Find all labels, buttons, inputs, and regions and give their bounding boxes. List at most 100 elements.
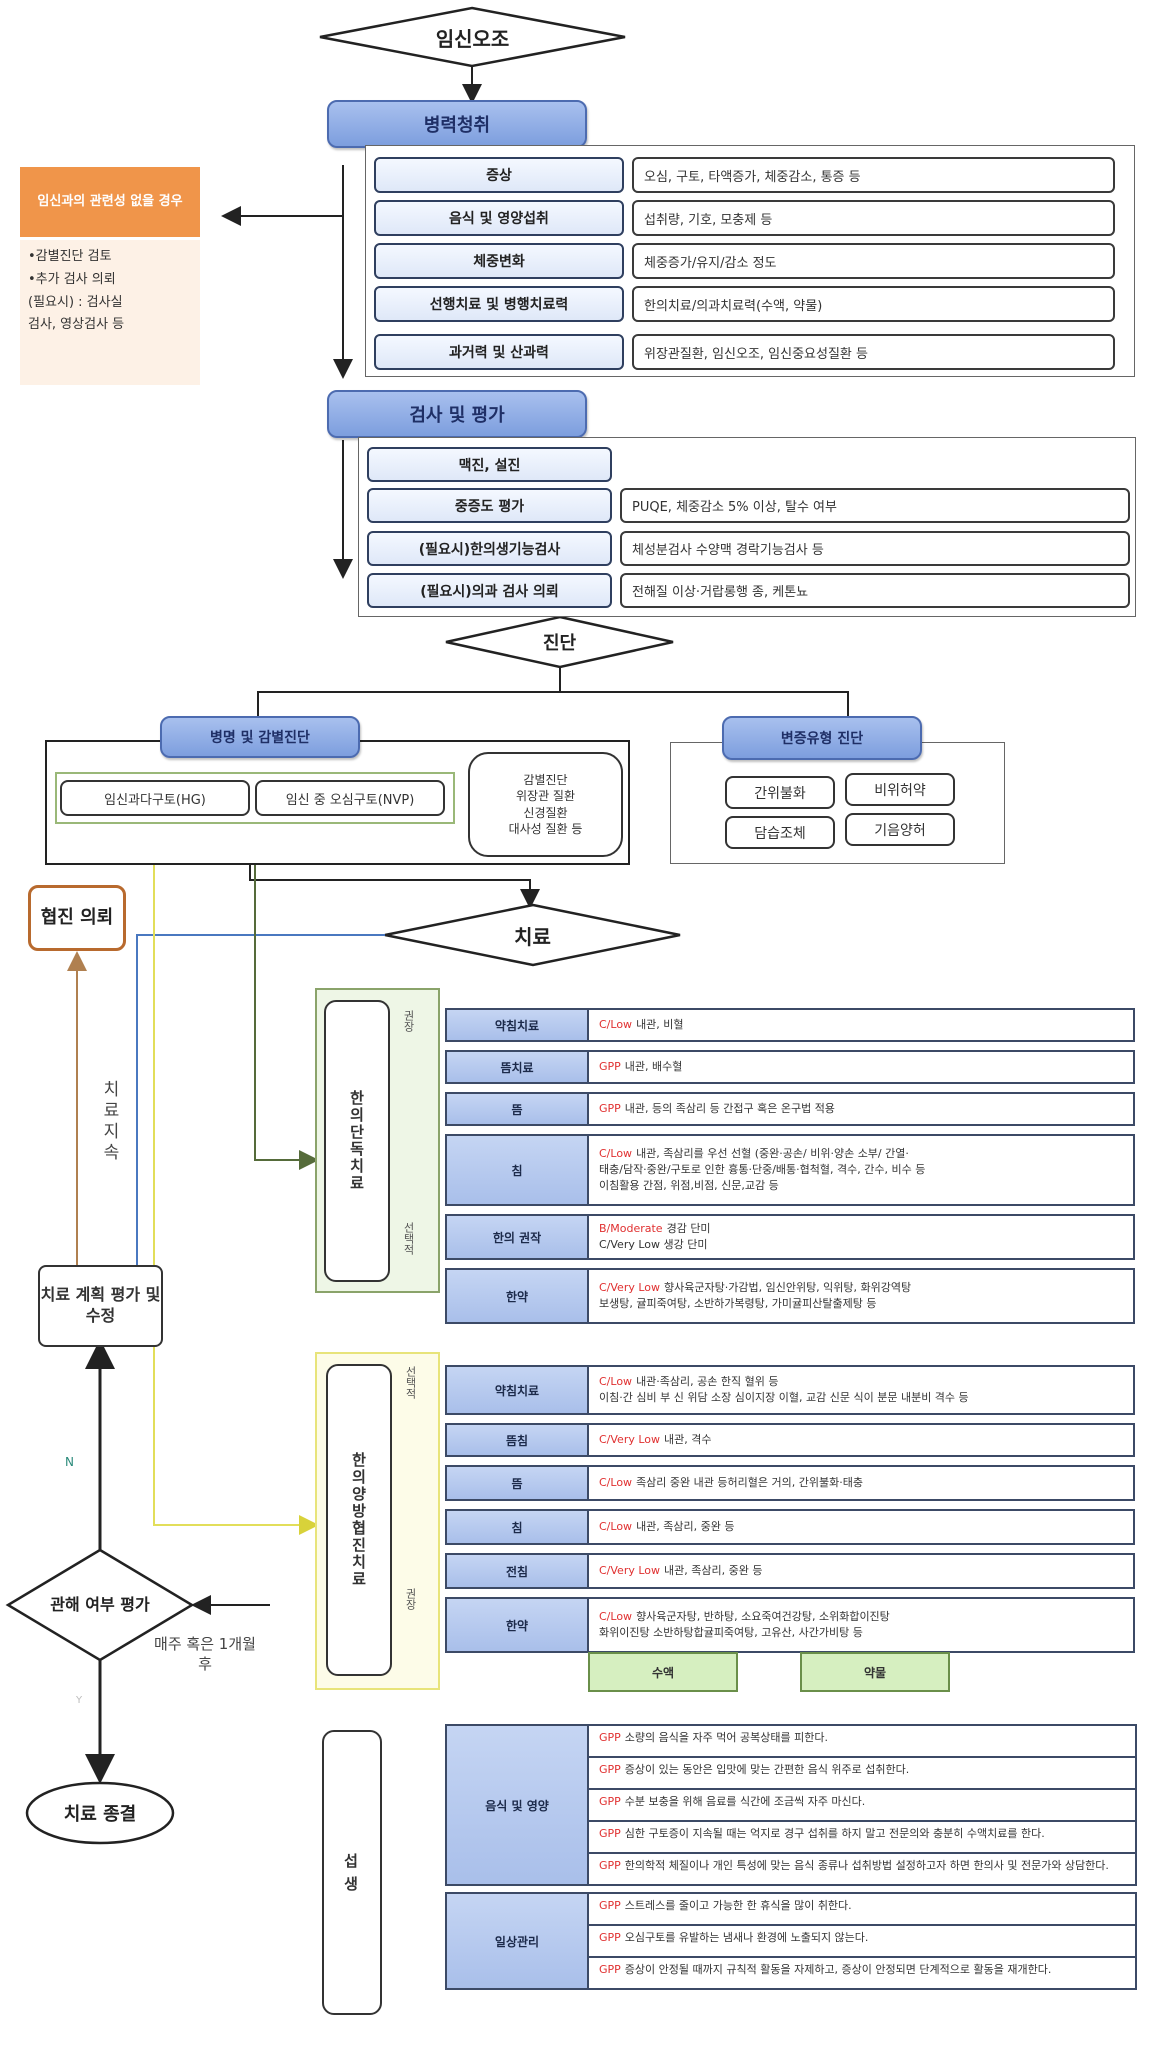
side-note-item: •추가 검사 의뢰 bbox=[28, 271, 116, 287]
lifestyle-title: 섭생 bbox=[344, 1852, 360, 1893]
history-row-label: 과거력 및 산과력 bbox=[374, 334, 624, 370]
exam-header: 검사 및 평가 bbox=[327, 390, 587, 438]
combined-row-text: 내관, 족삼리, 중완 등 bbox=[664, 1564, 763, 1578]
km_only-row-line: 태충/담작·중완/구토로 인한 흉통·단중/배통·협척혈, 격수, 간수, 비수… bbox=[599, 1162, 1123, 1178]
evidence-grade: C/Very Low bbox=[599, 1564, 661, 1578]
evidence-grade: C/Low bbox=[599, 1610, 633, 1624]
evidence-grade: GPP bbox=[599, 1963, 621, 1976]
combined-row-text: 내관, 족삼리, 중완 등 bbox=[636, 1520, 735, 1534]
lifestyle-item-text: 증상이 있는 동안은 입맛에 맞는 간편한 음식 위주로 섭취한다. bbox=[624, 1763, 910, 1776]
history-row-value: 위장관질환, 임신오조, 임신중요성질환 등 bbox=[632, 334, 1115, 370]
differential-item: 위장관 질환 bbox=[515, 789, 575, 804]
km-only-scale-top: 권장 bbox=[402, 1010, 415, 1032]
combined-title: 한의양방협진치료 bbox=[349, 1452, 368, 1588]
combined-row-text: 이침·간 심비 부 신 위담 소장 심이지장 이혈, 교감 신문 식이 분문 내… bbox=[599, 1391, 969, 1404]
evidence-grade: GPP bbox=[599, 1931, 621, 1944]
medication-box: 약물 bbox=[800, 1652, 950, 1692]
evidence-grade: GPP bbox=[599, 1827, 621, 1840]
combined-row-line: 이침·간 심비 부 신 위담 소장 심이지장 이혈, 교감 신문 식이 분문 내… bbox=[599, 1390, 1123, 1406]
evidence-grade: C/Low bbox=[599, 1018, 633, 1032]
history-row-value: 한의치료/의과치료력(수액, 약물) bbox=[632, 286, 1115, 322]
differential-item: 신경질환 bbox=[523, 805, 568, 820]
side-note-item: •감별진단 검토 bbox=[28, 249, 112, 264]
history-row-label: 선행치료 및 병행치료력 bbox=[374, 286, 624, 322]
km_only-row-label: 약침치료 bbox=[447, 1010, 589, 1040]
km_only-row-text: 향사육군자탕·가감법, 임신안위탕, 익위탕, 화위강역탕 bbox=[664, 1281, 912, 1295]
decision-label: 관해 여부 평가 bbox=[50, 1594, 150, 1614]
evidence-grade: C/Very Low bbox=[599, 1281, 661, 1295]
evidence-grade: C/Low bbox=[599, 1520, 633, 1534]
side-note-title: 임신과의 관련성 없을 경우 bbox=[20, 167, 200, 237]
combined-row-line: 화위이진탕 소반하탕합귤피죽여탕, 고유산, 사간가비탕 등 bbox=[599, 1625, 1123, 1641]
km_only-row-text: 이침활용 간점, 위점,비점, 신문,교감 등 bbox=[599, 1178, 779, 1192]
exam-row-value: 체성분검사 수양맥 경락기능검사 등 bbox=[620, 531, 1130, 566]
evidence-grade: GPP bbox=[599, 1859, 621, 1872]
side-note-item: 검사, 영상검사 등 bbox=[28, 317, 125, 333]
evidence-grade: GPP bbox=[599, 1102, 621, 1116]
differential-item: 대사성 질환 등 bbox=[508, 821, 583, 836]
exam-row-label: (필요시)의과 검사 의뢰 bbox=[367, 573, 612, 608]
evidence-grade: GPP bbox=[599, 1731, 621, 1744]
combined-row-label: 한약 bbox=[447, 1599, 589, 1651]
pattern-item: 비위허약 bbox=[845, 773, 955, 806]
km_only-row-line: 보생탕, 귤피죽여탕, 소반하가복령탕, 가미귤피산탈출제탕 등 bbox=[599, 1296, 1123, 1312]
hg-box: 임신과다구토(HG) bbox=[60, 780, 250, 816]
km_only-row-text: 내관, 등의 족삼리 등 간접구 혹은 온구법 적용 bbox=[624, 1102, 835, 1116]
km_only-row-line: C/Very Low 생강 단미 bbox=[599, 1237, 1123, 1253]
exam-row-label: 중증도 평가 bbox=[367, 488, 612, 523]
continue-label: 치료지속 bbox=[99, 1080, 119, 1164]
start-label: 임신오조 bbox=[435, 26, 510, 51]
end-label: 치료 종결 bbox=[63, 1804, 137, 1825]
evidence-grade: C/Very Low bbox=[599, 1433, 661, 1447]
km-only-title: 한의단독치료 bbox=[347, 1090, 366, 1192]
decision-interval: 매주 혹은 1개월 후 bbox=[154, 1635, 256, 1673]
combined-row-label: 뜸 bbox=[447, 1467, 589, 1499]
evidence-grade: GPP bbox=[599, 1899, 621, 1912]
km_only-row-label: 뜸치료 bbox=[447, 1052, 589, 1082]
km_only-row-text: 경감 단미 bbox=[666, 1222, 711, 1236]
km_only-row-text: 내관, 배수혈 bbox=[624, 1060, 683, 1074]
lifestyle-item-text: 소량의 음식을 자주 먹어 공복상태를 피한다. bbox=[624, 1731, 828, 1744]
km_only-row-text: 보생탕, 귤피죽여탕, 소반하가복령탕, 가미귤피산탈출제탕 등 bbox=[599, 1297, 877, 1310]
iv-fluid-box: 수액 bbox=[588, 1652, 738, 1692]
decision-no-label: N bbox=[65, 1455, 74, 1469]
diagnosis-label: 진단 bbox=[542, 633, 577, 654]
differential-item: 감별진단 bbox=[523, 773, 568, 788]
pattern-item: 간위불화 bbox=[725, 776, 835, 809]
combined-scale-bottom: 권장 bbox=[404, 1588, 417, 1610]
combined-row-label: 전침 bbox=[447, 1555, 589, 1587]
km_only-row-text: 태충/담작·중완/구토로 인한 흉통·단중/배통·협척혈, 격수, 간수, 비수… bbox=[599, 1163, 926, 1177]
differential-box: 감별진단 위장관 질환 신경질환 대사성 질환 등 bbox=[468, 752, 623, 857]
lifestyle-title-panel: 섭생 bbox=[322, 1730, 382, 2015]
